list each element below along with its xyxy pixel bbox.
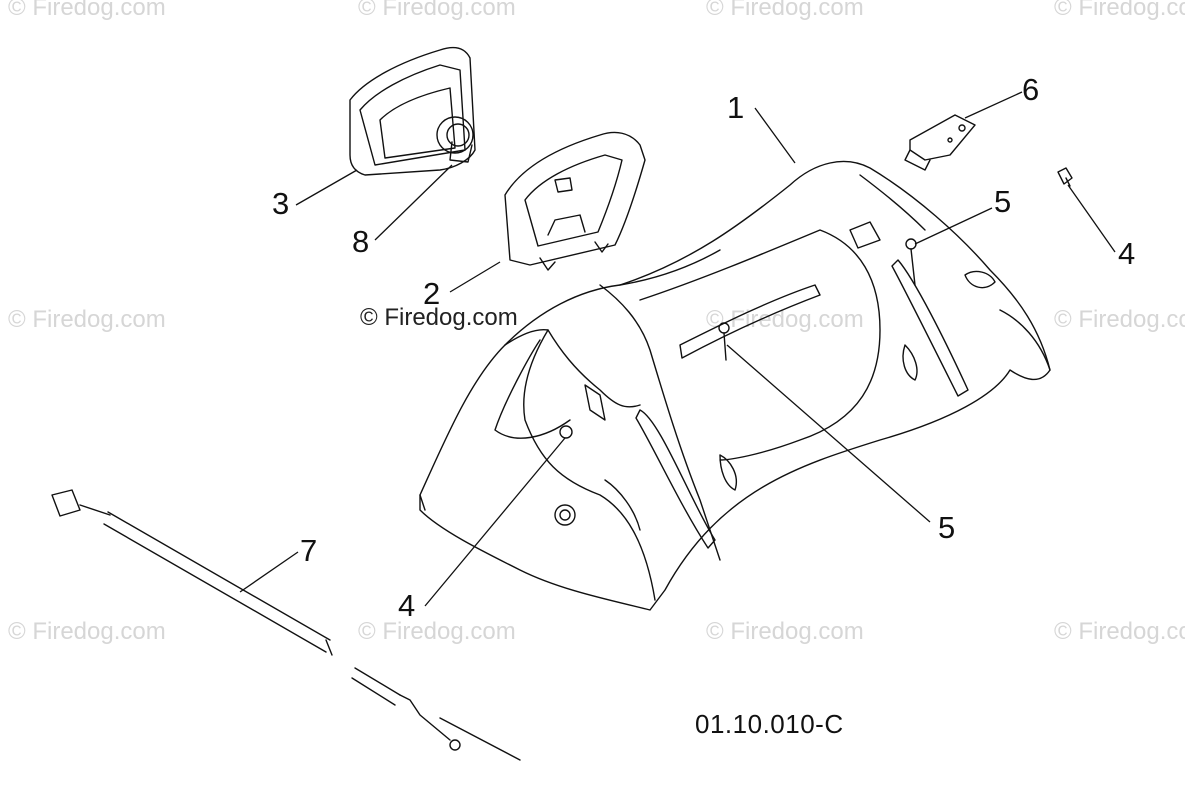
watermark: © Firedog.com xyxy=(1054,306,1185,333)
part-bulb[interactable] xyxy=(436,116,474,163)
watermark: © Firedog.com xyxy=(8,0,166,21)
callout-4: 4 xyxy=(398,588,416,623)
callout-6: 6 xyxy=(1022,72,1040,107)
leader-lines xyxy=(239,91,1116,607)
part-dashboard-hood[interactable] xyxy=(419,160,1051,611)
callout-2: 2 xyxy=(423,276,441,311)
callout-7: 7 xyxy=(300,533,318,568)
callout-3: 3 xyxy=(272,186,290,221)
callout-5: 5 xyxy=(994,184,1012,219)
part-switch[interactable] xyxy=(904,114,976,171)
part-light-bezel[interactable] xyxy=(504,131,646,271)
part-screw[interactable] xyxy=(559,425,573,439)
callout-5: 5 xyxy=(938,510,956,545)
diagram-code: 01.10.010-C xyxy=(695,709,844,739)
watermark: © Firedog.com xyxy=(8,618,166,645)
part-pin[interactable] xyxy=(718,322,730,361)
part-headlight[interactable] xyxy=(349,46,476,176)
watermark: © Firedog.com xyxy=(8,306,166,333)
callout-8: 8 xyxy=(352,224,370,259)
watermark: © Firedog.com xyxy=(1054,618,1185,645)
watermark: © Firedog.com xyxy=(706,0,864,21)
watermark: © Firedog.com xyxy=(706,618,864,645)
part-wire-harness[interactable] xyxy=(51,489,521,761)
watermark: © Firedog.com xyxy=(358,618,516,645)
callout-1: 1 xyxy=(727,90,745,125)
watermark: © Firedog.com xyxy=(358,0,516,21)
watermark: © Firedog.com xyxy=(360,304,518,331)
callout-4: 4 xyxy=(1118,236,1136,271)
part-screw[interactable] xyxy=(1057,167,1073,187)
watermark: © Firedog.com xyxy=(1054,0,1185,21)
